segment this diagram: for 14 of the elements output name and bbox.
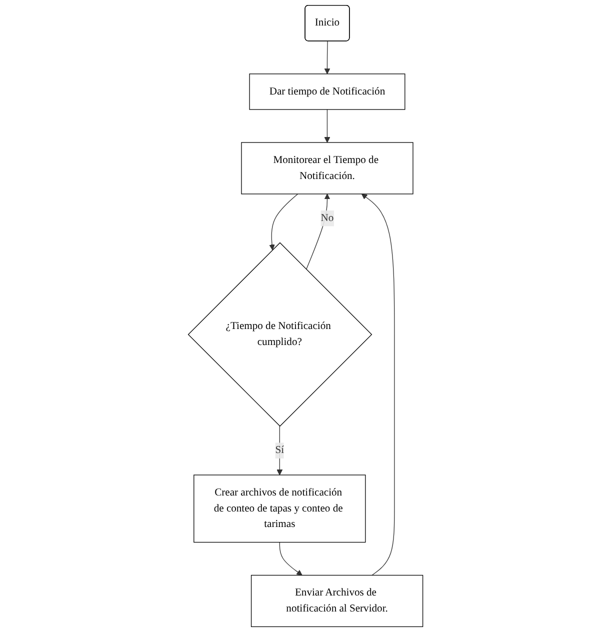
node-box: Enviar Archivos de notificación al Servidor.: [251, 574, 424, 628]
edge-label: No: [321, 212, 334, 224]
arrow: [306, 194, 331, 270]
node-box: Dar tiempo de Notificación: [250, 74, 406, 110]
arrow: [280, 542, 303, 576]
arrow: [324, 40, 331, 74]
node-box: Monitorear el Tiempo de Notificación.: [242, 142, 414, 194]
arrow: [277, 426, 283, 476]
arrow: [324, 109, 331, 143]
edge-label: Sí: [276, 444, 284, 456]
node-box: Crear archivos de notificación de conteo de tapas y conteo de tarimas: [194, 474, 366, 543]
arrow: [270, 194, 299, 250]
arrow: [362, 194, 396, 576]
node-diamond: ¿Tiempo de Notificación cumplido?: [188, 242, 373, 427]
